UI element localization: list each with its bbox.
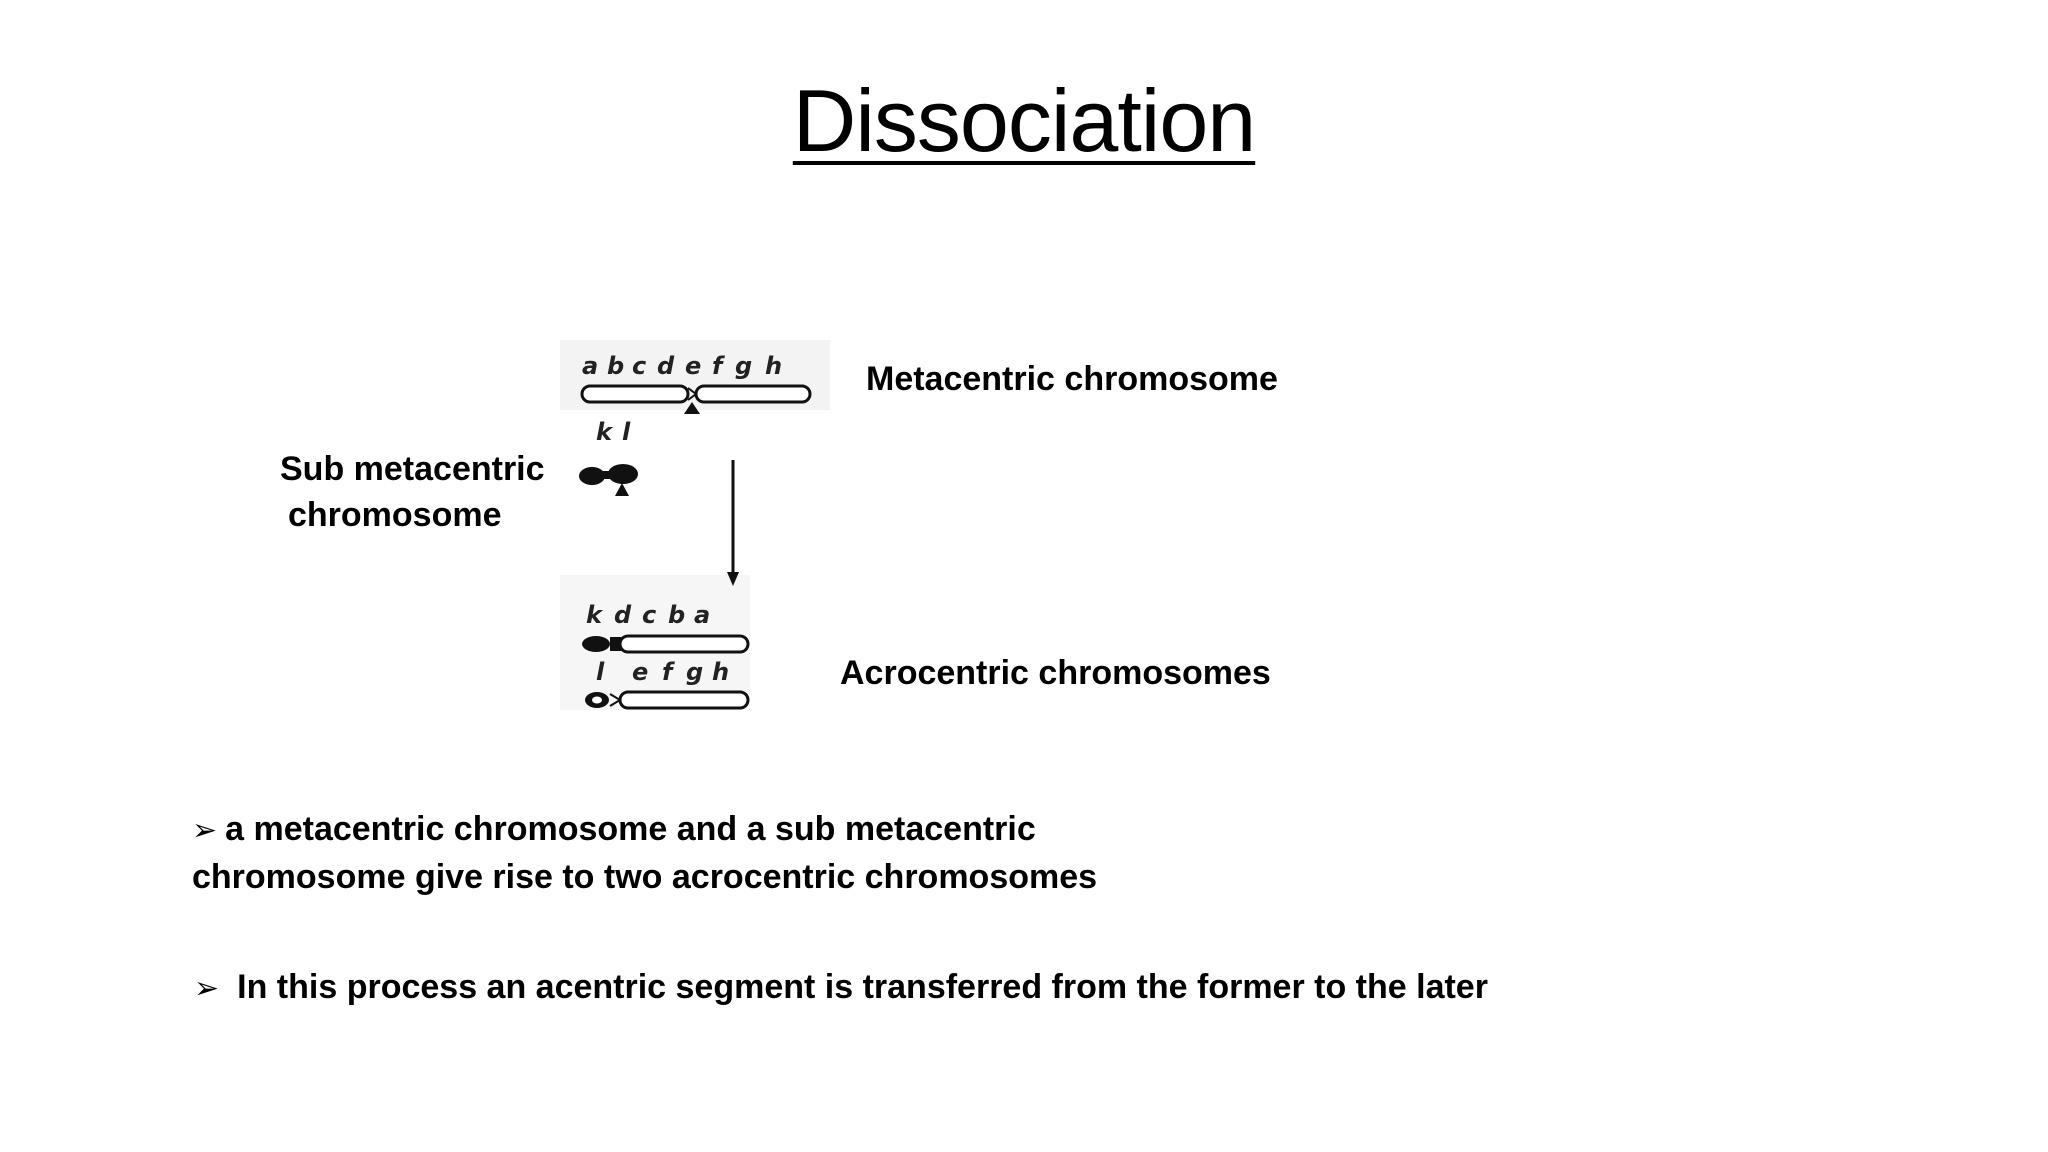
gene-letter: l	[622, 418, 631, 446]
gene-letter: k	[586, 601, 604, 629]
sub-metacentric-gene-letters: k l	[596, 418, 631, 446]
sub-metacentric-label-line2: chromosome	[288, 496, 502, 534]
gene-letter: k	[596, 418, 614, 446]
bullet-arrow-icon: ➢	[192, 814, 218, 847]
acrocentric-chromosome-1	[582, 634, 750, 654]
bullet-arrow-icon: ➢	[194, 972, 220, 1005]
gene-letter: a	[582, 352, 598, 380]
acrocentric-chromosome-2	[585, 690, 750, 710]
metacentric-chromosome	[580, 384, 812, 414]
slide-title: Dissociation	[792, 71, 1256, 170]
gene-letter: c	[642, 601, 656, 629]
metacentric-gene-letters: a b c d e f g h	[582, 352, 782, 380]
sub-metacentric-chromosome	[579, 464, 638, 496]
sub-metacentric-label-line1: Sub metacentric	[280, 450, 545, 488]
metacentric-chromosome-label: Metacentric chromosome	[866, 360, 1278, 398]
bullet-point: ➢a metacentric chromosome and a sub meta…	[192, 806, 1192, 900]
dissociation-diagram: a b c d e f g h k l k d c b a	[560, 340, 830, 710]
sub-metacentric-chromosome-label: Sub metacentric chromosome	[280, 446, 545, 538]
gene-letter: e	[685, 352, 701, 380]
gene-letter: h	[765, 352, 782, 380]
gene-letter: b	[668, 601, 685, 629]
bullet-text: In this process an acentric segment is t…	[237, 968, 1488, 1006]
gene-letter: f	[712, 352, 725, 380]
gene-letter: a	[694, 601, 710, 629]
gene-letter: h	[712, 658, 729, 686]
acrocentric-1-gene-letters: k d c b a	[586, 601, 710, 629]
bullet-point: ➢ In this process an acentric segment is …	[192, 964, 1692, 1012]
acrocentric-chromosomes-label: Acrocentric chromosomes	[840, 654, 1271, 692]
gene-letter: c	[632, 352, 646, 380]
gene-letter: e	[632, 658, 648, 686]
acrocentric-2-gene-letters: l e f g h	[596, 658, 729, 686]
bullet-text: a metacentric chromosome and a sub metac…	[192, 810, 1098, 896]
down-arrow-icon	[727, 460, 739, 586]
gene-letter: l	[596, 658, 605, 686]
gene-letter: f	[662, 658, 675, 686]
gene-letter: b	[607, 352, 624, 380]
gene-letter: d	[614, 601, 632, 629]
gene-letter: g	[686, 658, 703, 686]
gene-letter: g	[735, 352, 752, 380]
gene-letter: d	[657, 352, 675, 380]
